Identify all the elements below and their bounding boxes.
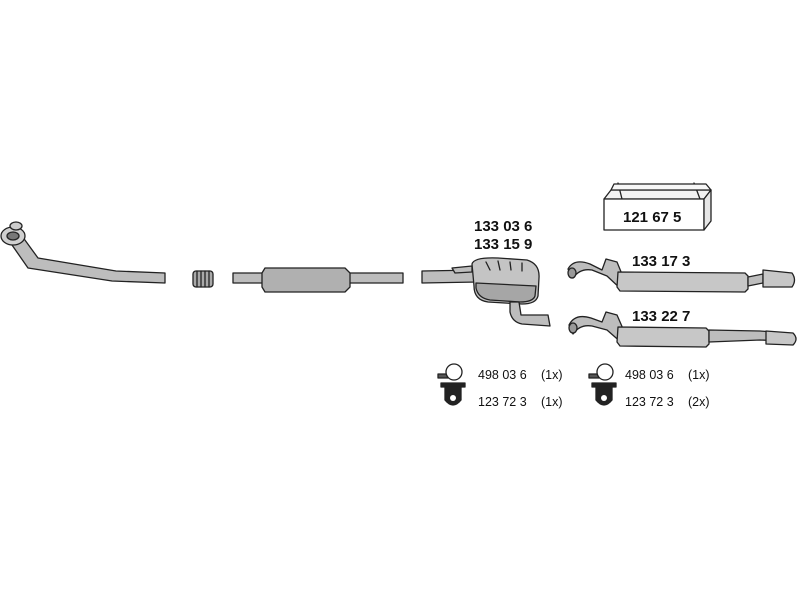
fitting-code-right-clamp: 498 03 6 xyxy=(625,368,674,382)
fitting-qty-right-hanger: (2x) xyxy=(688,395,710,409)
clamp-icon xyxy=(437,363,463,381)
mounting-kit-box xyxy=(603,182,712,231)
fitting-code-left-clamp: 498 03 6 xyxy=(478,368,527,382)
fitting-code-left-hanger: 123 72 3 xyxy=(478,395,527,409)
clamp-icon xyxy=(588,363,614,381)
flex-coupling xyxy=(192,270,214,288)
rear-muffler-a xyxy=(567,258,796,293)
fitting-qty-left-clamp: (1x) xyxy=(541,368,563,382)
intermediate-pipe xyxy=(232,267,404,293)
fitting-qty-left-hanger: (1x) xyxy=(541,395,563,409)
center-muffler xyxy=(421,257,551,327)
label-rear-muffler-a: 133 17 3 xyxy=(632,253,690,270)
label-center-muffler-a: 133 03 6 xyxy=(474,218,532,235)
rear-muffler-b xyxy=(568,311,797,348)
fitting-code-right-hanger: 123 72 3 xyxy=(625,395,674,409)
label-mounting-kit: 121 67 5 xyxy=(623,209,681,226)
hanger-icon xyxy=(591,382,617,406)
label-rear-muffler-b: 133 22 7 xyxy=(632,308,690,325)
label-center-muffler-b: 133 15 9 xyxy=(474,236,532,253)
front-pipe xyxy=(0,221,166,284)
fitting-qty-right-clamp: (1x) xyxy=(688,368,710,382)
hanger-icon xyxy=(440,382,466,406)
